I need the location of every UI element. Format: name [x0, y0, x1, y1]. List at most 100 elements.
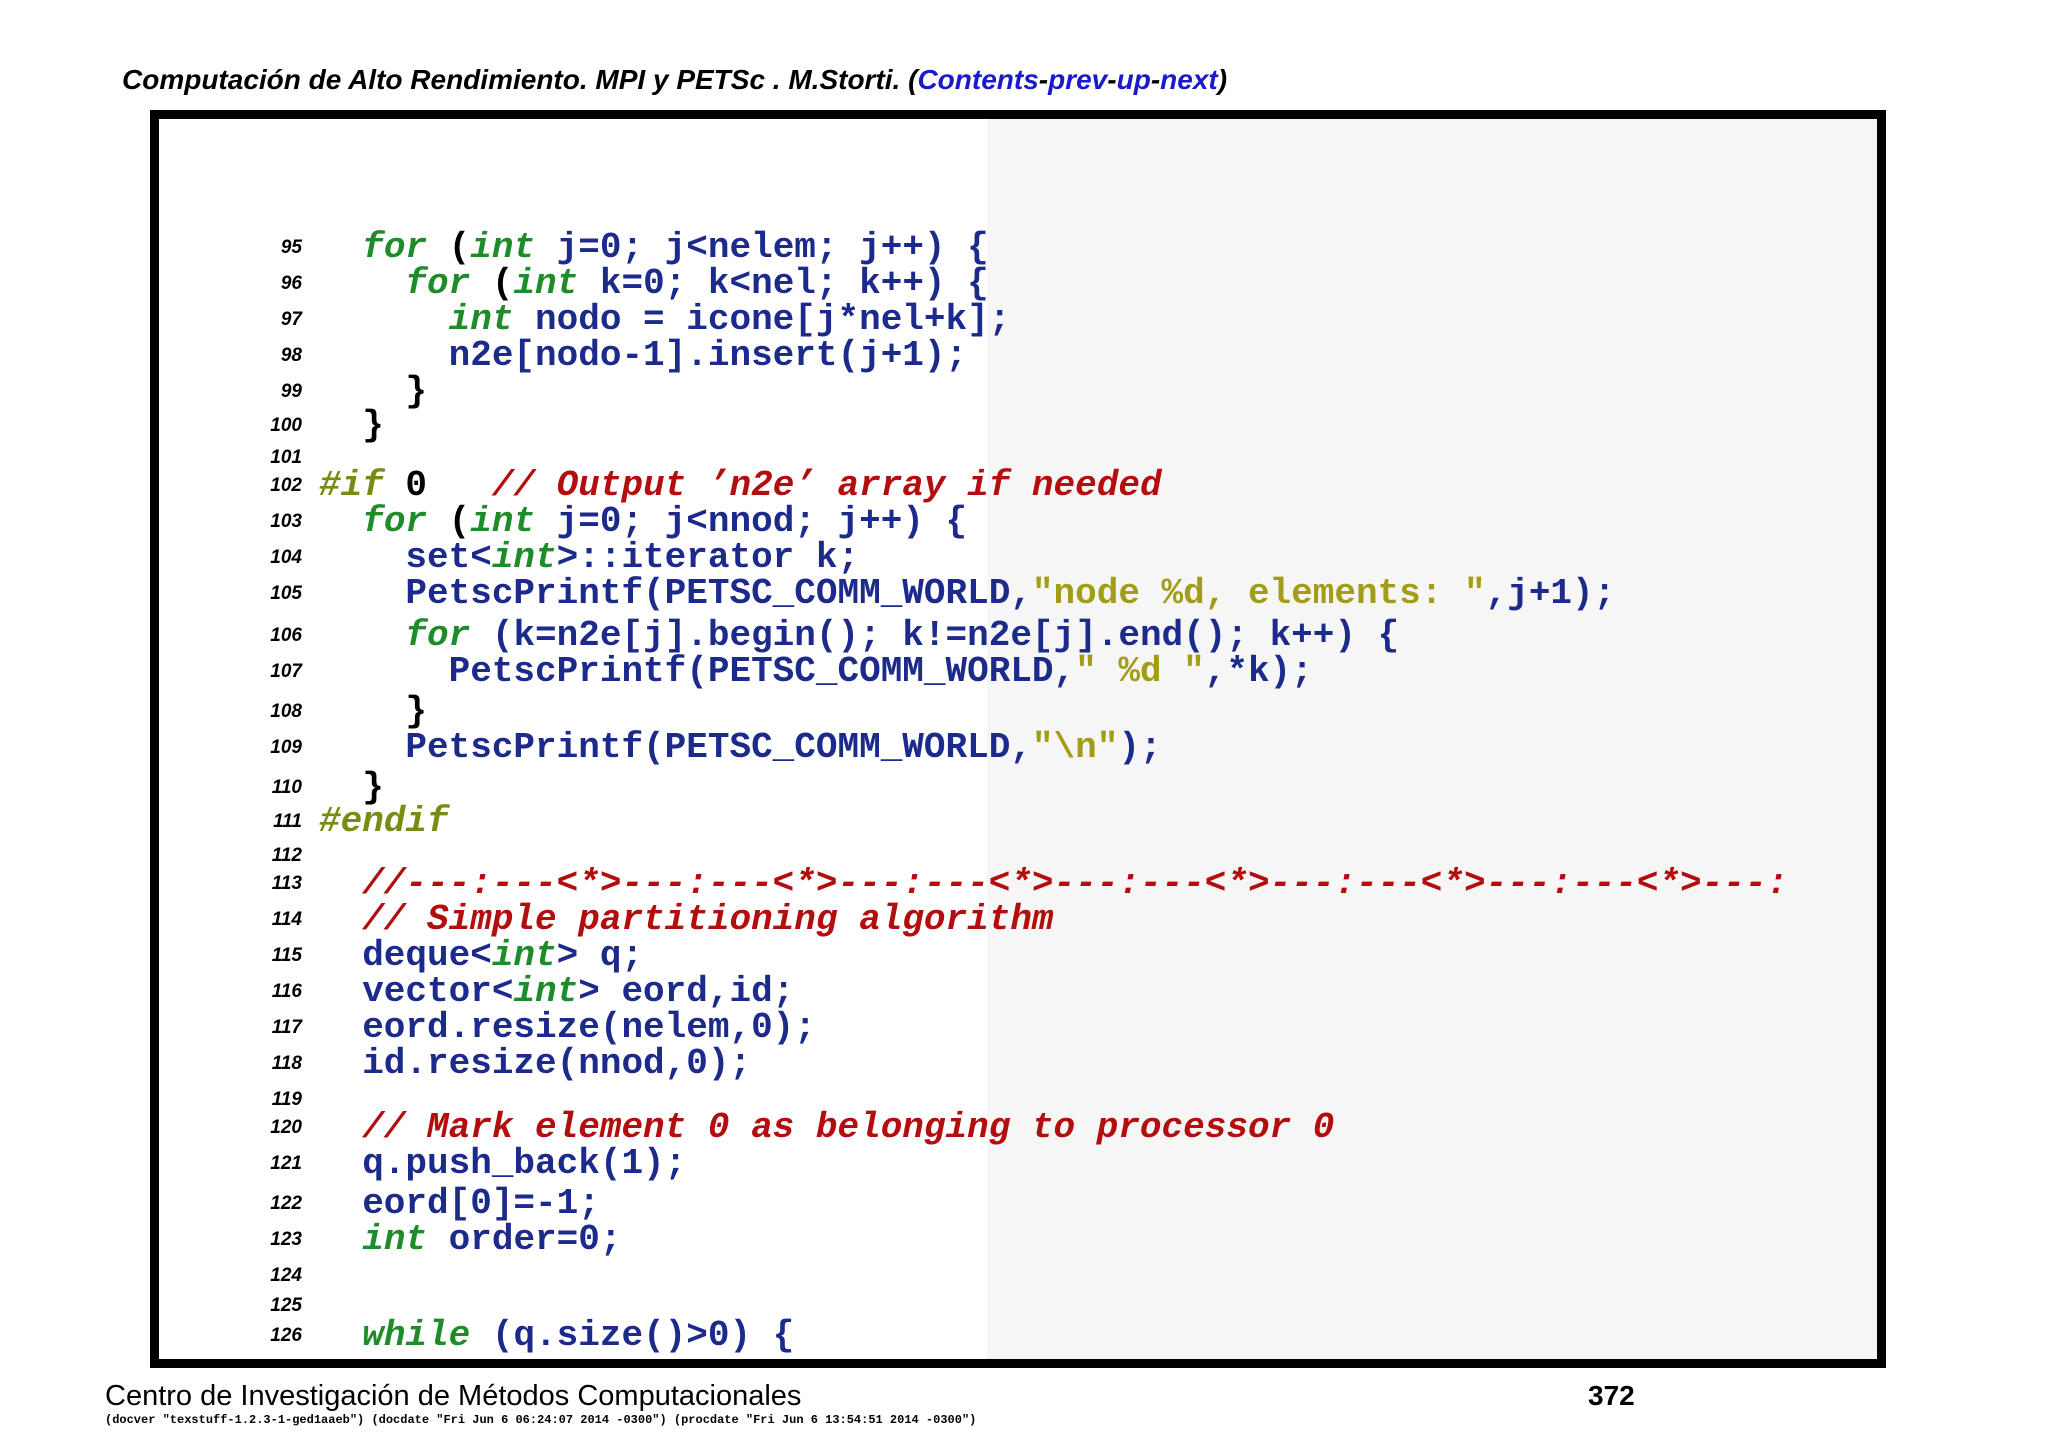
code-text: // Simple partitioning algorithm: [319, 899, 1054, 940]
code-token: nodo = icone[j*nel+k];: [513, 299, 1011, 340]
code-token: #endif: [319, 801, 449, 842]
code-token: // Mark element 0 as belonging to proces…: [319, 1107, 1335, 1148]
code-token: );: [1118, 727, 1162, 768]
line-number: 105: [270, 583, 302, 604]
line-number: 124: [270, 1265, 302, 1286]
footer-doc-meta: (docver "texstuff-1.2.3-1-ged1aaeb") (do…: [105, 1413, 977, 1427]
code-token: (: [427, 227, 471, 268]
line-number: 97: [280, 309, 302, 330]
line-number: 106: [270, 625, 302, 646]
line-number: 103: [270, 511, 302, 532]
code-token: 0: [383, 465, 492, 506]
code-text: PetscPrintf(PETSC_COMM_WORLD," %d ",*k);: [319, 651, 1313, 692]
line-number: 121: [270, 1153, 302, 1174]
code-token: "\n": [1031, 727, 1119, 768]
line-number: 96: [280, 273, 302, 294]
page-number: 372: [1588, 1380, 1635, 1411]
line-number: 125: [270, 1295, 302, 1316]
code-token: #if: [319, 465, 384, 506]
line-number: 95: [280, 237, 302, 258]
code-token: }: [319, 767, 384, 808]
code-token: (: [470, 263, 514, 304]
nav-up-link[interactable]: up: [1116, 64, 1151, 95]
code-token: >::iterator k;: [556, 537, 860, 578]
nav-separator: -: [1107, 64, 1117, 95]
code-token: int: [448, 299, 514, 340]
line-number: 111: [273, 811, 302, 832]
code-token: PetscPrintf(PETSC_COMM_WORLD,: [319, 727, 1032, 768]
nav-separator: -: [1038, 64, 1049, 95]
code-token: for: [362, 227, 428, 268]
code-token: int: [491, 537, 557, 578]
line-number: 109: [270, 737, 302, 758]
code-text: #endif: [319, 801, 449, 842]
code-token: set<: [319, 537, 492, 578]
code-token: j=0; j<nelem; j++) {: [535, 227, 989, 268]
code-text: n2e[nodo-1].insert(j+1);: [319, 335, 968, 376]
code-token: > q;: [556, 935, 644, 976]
code-token: int: [470, 501, 536, 542]
slide-frame: 95 for (int j=0; j<nelem; j++) {96 for (…: [150, 110, 1886, 1368]
line-number: 114: [271, 909, 302, 930]
nav-prev-link[interactable]: prev: [1048, 64, 1108, 95]
header-open-paren: (: [900, 64, 918, 95]
code-text: deque<int> q;: [319, 935, 643, 976]
code-text: int order=0;: [319, 1219, 621, 1260]
line-number: 104: [270, 547, 302, 568]
code-token: int: [513, 971, 579, 1012]
code-token: for: [405, 263, 471, 304]
nav-contents-link[interactable]: Contents: [917, 64, 1039, 95]
header-title: Computación de Alto Rendimiento. MPI y P…: [122, 64, 901, 95]
code-token: for: [405, 615, 471, 656]
code-token: eord.resize(nelem,0);: [319, 1007, 816, 1048]
code-token: "node %d, elements: ": [1031, 573, 1486, 614]
line-number: 119: [271, 1089, 302, 1110]
line-number: 99: [280, 381, 302, 402]
code-token: int: [491, 935, 557, 976]
code-token: // Simple partitioning algorithm: [319, 899, 1054, 940]
code-token: while: [362, 1315, 471, 1356]
code-text: for (int j=0; j<nelem; j++) {: [319, 227, 989, 268]
code-token: [319, 615, 405, 656]
page-header: Computación de Alto Rendimiento. MPI y P…: [122, 64, 1227, 96]
line-number: 101: [270, 447, 302, 468]
code-token: order=0;: [427, 1219, 622, 1260]
code-token: (q.size()>0) {: [470, 1315, 795, 1356]
header-close-paren: ): [1217, 64, 1228, 95]
nav-next-link[interactable]: next: [1160, 64, 1218, 95]
code-text: //---:---<*>---:---<*>---:---<*>---:---<…: [319, 863, 1788, 904]
line-number: 107: [270, 661, 302, 682]
code-text: PetscPrintf(PETSC_COMM_WORLD,"\n");: [319, 727, 1162, 768]
code-token: [319, 501, 362, 542]
line-number: 115: [271, 945, 302, 966]
code-token: [319, 263, 405, 304]
line-number: 102: [270, 475, 302, 496]
line-number: 116: [271, 981, 302, 1002]
code-token: eord[0]=-1;: [319, 1183, 600, 1224]
code-token: " %d ": [1075, 651, 1205, 692]
code-text: // Mark element 0 as belonging to proces…: [319, 1107, 1334, 1148]
code-token: //---:---<*>---:---<*>---:---<*>---:---<…: [319, 863, 1789, 904]
line-number: 118: [271, 1053, 302, 1074]
code-text: while (q.size()>0) {: [319, 1315, 794, 1356]
code-panel-background: [987, 119, 1877, 1359]
code-token: > eord,id;: [578, 971, 795, 1012]
code-token: k=0; k<nel; k++) {: [578, 263, 989, 304]
code-text: id.resize(nnod,0);: [319, 1043, 751, 1084]
code-text: }: [319, 691, 427, 732]
code-token: ,*k);: [1204, 651, 1313, 692]
code-token: [319, 1219, 362, 1260]
code-token: deque<: [319, 935, 492, 976]
code-token: (k=n2e[j].begin(); k!=n2e[j].end(); k++)…: [470, 615, 1400, 656]
code-text: for (int j=0; j<nnod; j++) {: [319, 501, 967, 542]
code-token: vector<: [319, 971, 514, 1012]
code-token: n2e[nodo-1].insert(j+1);: [319, 335, 968, 376]
code-token: for: [362, 501, 428, 542]
code-token: id.resize(nnod,0);: [319, 1043, 752, 1084]
code-token: ,j+1);: [1485, 573, 1616, 614]
code-token: q.push_back(1);: [319, 1143, 687, 1184]
code-token: }: [319, 405, 384, 446]
footer-institution: Centro de Investigación de Métodos Compu…: [105, 1380, 802, 1412]
code-token: int: [362, 1219, 428, 1260]
code-text: vector<int> eord,id;: [319, 971, 794, 1012]
